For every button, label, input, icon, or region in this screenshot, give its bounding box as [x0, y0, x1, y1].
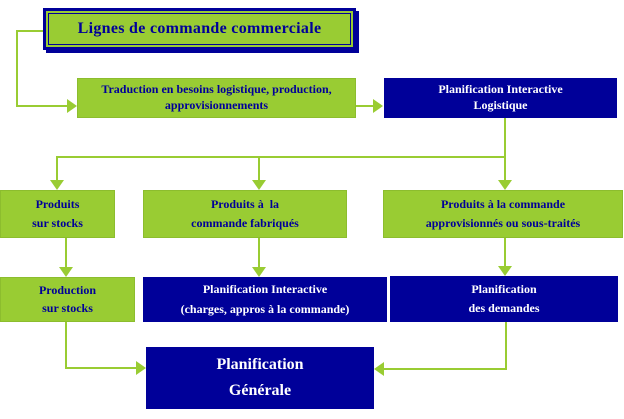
planification-demandes-line1: Planification	[471, 281, 537, 296]
box-planification-interactive-logistique: Planification Interactive Logistique	[384, 78, 617, 118]
production-sur-stocks-line1: Production	[38, 282, 97, 297]
planification-charges-line1: Planification Interactive	[202, 282, 328, 297]
planification-logistique-line1: Planification Interactive	[438, 82, 563, 97]
box-traduction-besoins: Traduction en besoins logistique, produc…	[77, 78, 356, 118]
arrow-approvisionnes-to-demandes	[498, 238, 512, 276]
planification-logistique-line2: Logistique	[473, 98, 528, 112]
produits-fabriques-line1: Produits à la	[210, 196, 280, 211]
planification-demandes-line2: des demandes	[468, 301, 540, 316]
traduction-line1: Traduction en besoins logistique, produc…	[101, 82, 332, 97]
arrow-branch-to-products	[50, 118, 512, 190]
arrow-fabriques-to-planification-interactive	[252, 238, 266, 277]
title-inner-frame: Lignes de commande commerciale	[48, 13, 351, 45]
box-produits-commande-fabriques: Produits à la commande fabriqués	[143, 190, 347, 238]
arrow-traduction-to-planification-logistique	[356, 99, 383, 113]
box-planification-generale: Planification Générale	[146, 347, 374, 409]
box-production-sur-stocks: Production sur stocks	[0, 277, 135, 322]
box-produits-sur-stocks: Produits sur stocks	[0, 190, 115, 238]
box-lignes-de-commande: Lignes de commande commerciale	[43, 8, 356, 50]
produits-sur-stocks-line2: sur stocks	[32, 216, 83, 231]
arrow-production-to-generale	[65, 322, 146, 375]
planification-generale-line2: Générale	[228, 382, 292, 400]
box-planification-des-demandes: Planification des demandes	[390, 276, 618, 322]
box-planification-interactive-charges: Planification Interactive (charges, appr…	[143, 277, 387, 322]
box-produits-commande-approvisionnes: Produits à la commande approvisionnés ou…	[383, 190, 623, 238]
planification-generale-line1: Planification	[216, 355, 304, 373]
planification-charges-line2: (charges, appros à la commande)	[180, 301, 350, 316]
produits-approvisionnes-line2: approvisionnés ou sous-traités	[425, 216, 581, 231]
arrow-produits-to-production	[59, 238, 73, 277]
produits-approvisionnes-line1: Produits à la commande	[440, 196, 566, 211]
production-sur-stocks-line2: sur stocks	[42, 301, 93, 316]
arrow-demandes-to-generale	[374, 322, 507, 376]
traduction-line2: approvisionnements	[164, 98, 269, 112]
produits-fabriques-line2: commande fabriqués	[191, 216, 299, 231]
diagram-title: Lignes de commande commerciale	[77, 20, 322, 37]
produits-sur-stocks-line1: Produits	[35, 196, 80, 211]
